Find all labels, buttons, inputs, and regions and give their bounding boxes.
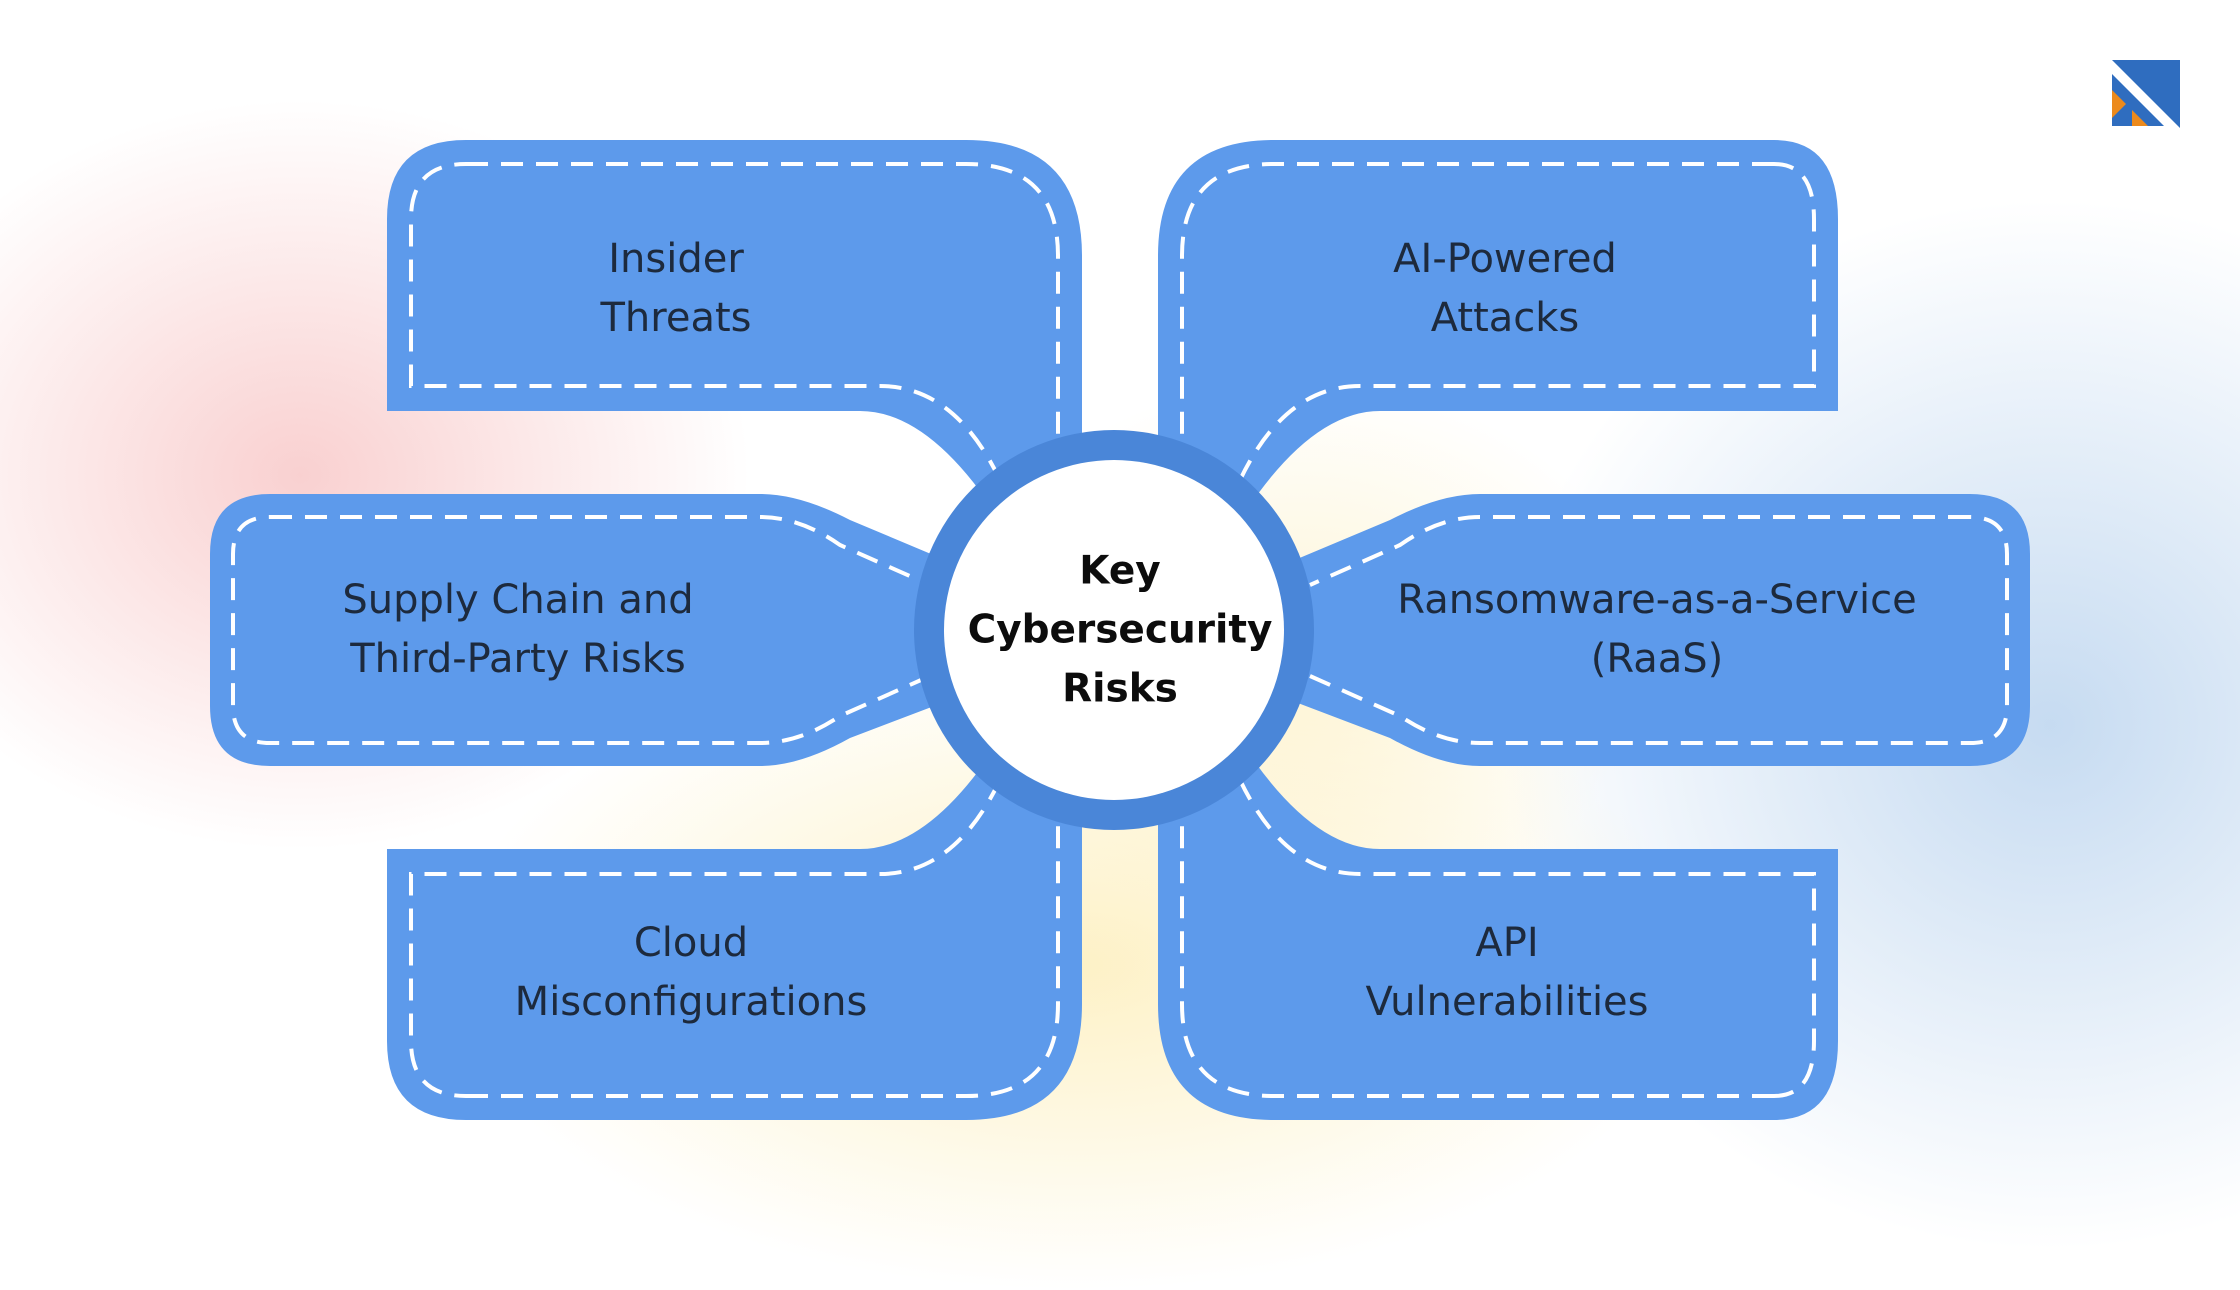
label-ai-line2: Attacks bbox=[1430, 295, 1580, 341]
petal-supply-chain bbox=[210, 494, 950, 766]
label-insider-threats: Insider Threats bbox=[601, 230, 752, 348]
center-title: Key Cybersecurity Risks bbox=[968, 542, 1273, 719]
label-ransomware-line2: (RaaS) bbox=[1590, 636, 1724, 682]
dash-insider-threats bbox=[409, 162, 1060, 640]
label-cloud-line1: Cloud bbox=[633, 920, 749, 966]
brand-logo-icon bbox=[2112, 60, 2180, 128]
label-supply-line1: Supply Chain and bbox=[342, 577, 694, 623]
label-insider-line1: Insider bbox=[608, 236, 744, 282]
label-supply-line2: Third-Party Risks bbox=[350, 636, 686, 682]
dash-cloud-misconfig bbox=[409, 620, 1060, 1098]
petal-ai-powered-attacks bbox=[1158, 140, 1838, 640]
petal-ransomware bbox=[1290, 494, 2030, 766]
center-line2: Cybersecurity bbox=[967, 607, 1273, 653]
label-ransomware: Ransomware-as-a-Service (RaaS) bbox=[1397, 571, 1916, 689]
petal-cloud-misconfig bbox=[387, 620, 1082, 1120]
label-ransomware-line1: Ransomware-as-a-Service bbox=[1397, 577, 1917, 623]
center-line1: Key bbox=[1079, 548, 1161, 594]
label-api-line1: API bbox=[1475, 920, 1539, 966]
label-supply-chain: Supply Chain and Third-Party Risks bbox=[342, 571, 693, 689]
center-line3: Risks bbox=[1062, 666, 1178, 712]
dash-supply-chain bbox=[231, 515, 931, 745]
label-cloud-line2: Misconfigurations bbox=[514, 979, 868, 1025]
label-ai-line1: AI-Powered bbox=[1393, 236, 1617, 282]
label-api-line2: Vulnerabilities bbox=[1365, 979, 1649, 1025]
label-insider-line2: Threats bbox=[600, 295, 752, 341]
dash-ai-powered-attacks bbox=[1180, 162, 1816, 640]
petal-insider-threats bbox=[387, 140, 1082, 640]
label-api-vulnerabilities: API Vulnerabilities bbox=[1365, 914, 1648, 1032]
risk-diagram bbox=[210, 140, 2030, 1120]
label-ai-powered-attacks: AI-Powered Attacks bbox=[1393, 230, 1617, 348]
label-cloud-misconfig: Cloud Misconfigurations bbox=[515, 914, 868, 1032]
petal-api-vulnerabilities bbox=[1158, 620, 1838, 1120]
dash-api-vulnerabilities bbox=[1180, 620, 1816, 1098]
dash-ransomware bbox=[1309, 515, 2009, 745]
center-circle bbox=[944, 460, 1284, 800]
